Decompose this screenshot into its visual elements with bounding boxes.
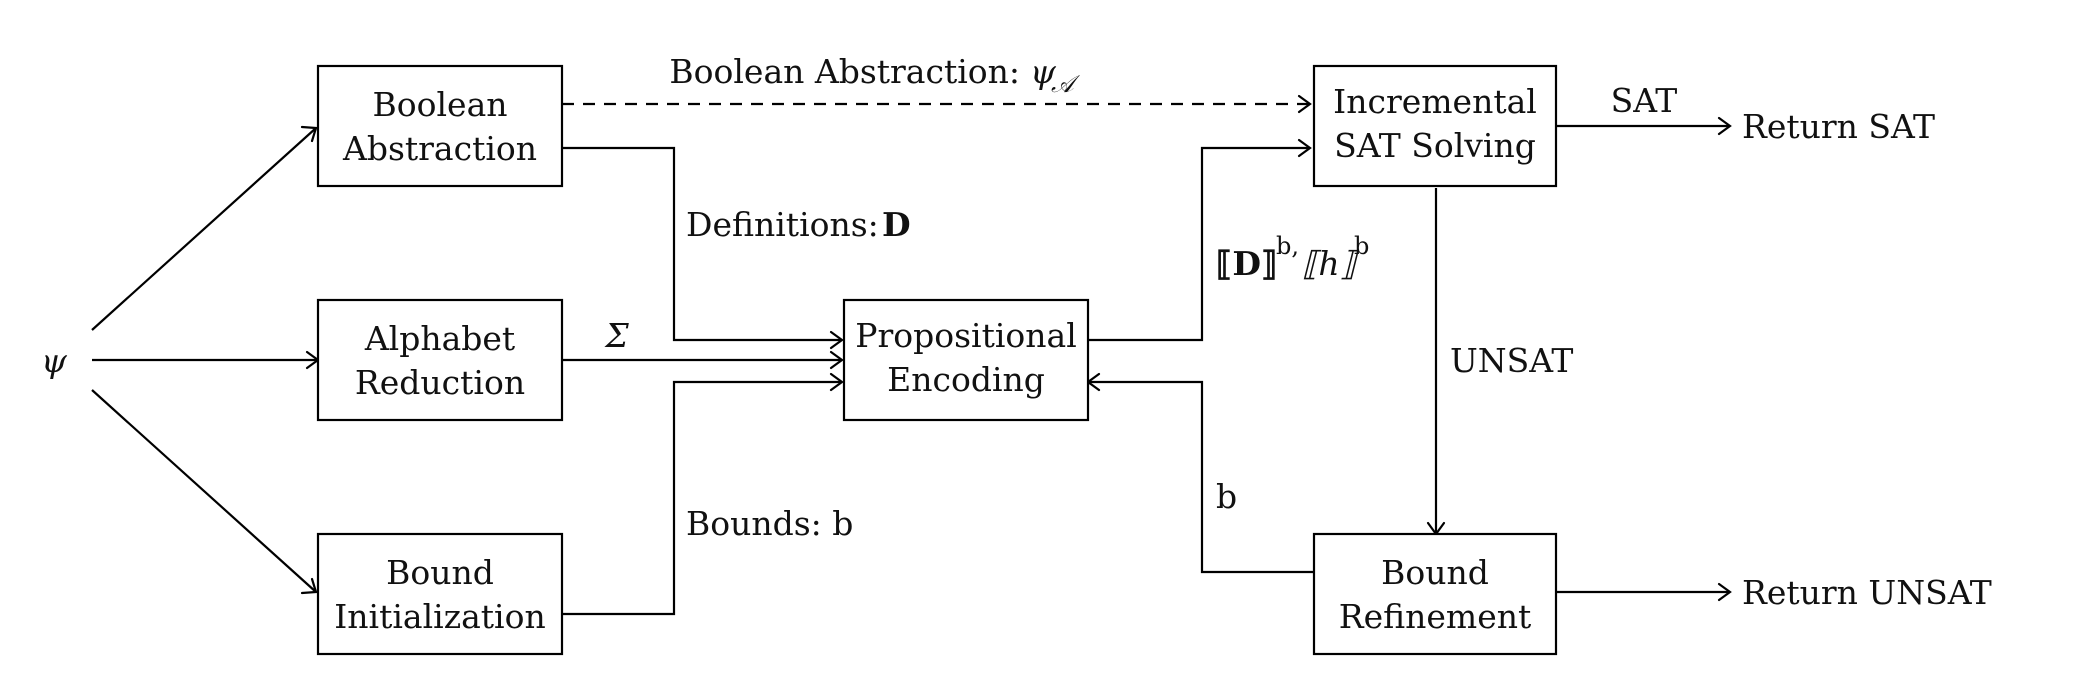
label-encoding-out-sup-2: b bbox=[1354, 232, 1369, 260]
edge-encoding-to-sat bbox=[1088, 146, 1310, 342]
label-psi-a-subscript: 𝒜 bbox=[1051, 70, 1081, 98]
label-bounds: Bounds: b bbox=[686, 504, 853, 543]
label-sigma: Σ bbox=[604, 316, 629, 355]
edge-feedback-b bbox=[1088, 380, 1316, 574]
node-bound-initialization: Bound Initialization bbox=[316, 532, 564, 656]
node-propositional-encoding-line1: Propositional bbox=[855, 316, 1077, 355]
node-bound-refinement: Bound Refinement bbox=[1312, 532, 1558, 656]
input-psi: ψ bbox=[41, 341, 68, 380]
return-sat: Return SAT bbox=[1742, 107, 1935, 146]
label-encoding-out-sup-1: b, bbox=[1276, 232, 1299, 260]
edge-psi-to-boolean-abstraction bbox=[91, 127, 317, 331]
label-psi-a-symbol: ψ bbox=[1030, 52, 1057, 91]
arrowhead-bounds bbox=[829, 372, 844, 392]
arrowhead-encoding-to-sat bbox=[1297, 138, 1312, 158]
arrowhead-sat-output bbox=[1717, 116, 1732, 136]
node-bound-initialization-line2: Initialization bbox=[334, 597, 545, 636]
arrowhead-unsat-output bbox=[1717, 582, 1732, 602]
label-boolean-abstraction-prefix: Boolean Abstraction: bbox=[669, 52, 1020, 91]
node-bound-refinement-line2: Refinement bbox=[1339, 597, 1532, 636]
node-alphabet-reduction-line1: Alphabet bbox=[364, 319, 515, 358]
label-sat: SAT bbox=[1611, 81, 1678, 120]
label-feedback-b: b bbox=[1216, 477, 1237, 516]
node-boolean-abstraction-line1: Boolean bbox=[373, 85, 508, 124]
node-bound-initialization-line1: Bound bbox=[386, 553, 494, 592]
node-boolean-abstraction: Boolean Abstraction bbox=[316, 64, 564, 188]
edge-bounds bbox=[562, 380, 842, 616]
node-alphabet-reduction-line2: Reduction bbox=[355, 363, 525, 402]
node-incremental-sat-solving: Incremental SAT Solving bbox=[1312, 64, 1558, 188]
label-encoding-out-d: ⟦D⟧ bbox=[1216, 244, 1277, 283]
node-incremental-sat-line1: Incremental bbox=[1333, 82, 1537, 121]
node-bound-refinement-line1: Bound bbox=[1381, 553, 1489, 592]
node-incremental-sat-line2: SAT Solving bbox=[1334, 126, 1536, 165]
label-unsat: UNSAT bbox=[1450, 341, 1573, 380]
edge-psi-to-bound-initialization bbox=[91, 389, 317, 593]
node-boolean-abstraction-line2: Abstraction bbox=[342, 129, 537, 168]
node-propositional-encoding: Propositional Encoding bbox=[842, 298, 1090, 422]
label-encoding-out-h: ⟦h⟧ bbox=[1302, 244, 1360, 283]
node-alphabet-reduction: Alphabet Reduction bbox=[316, 298, 564, 422]
arrowhead-bound-initialization bbox=[300, 577, 318, 595]
arrowhead-definitions bbox=[829, 330, 844, 350]
node-propositional-encoding-line2: Encoding bbox=[887, 360, 1045, 399]
label-definitions-symbol: D bbox=[882, 205, 911, 244]
return-unsat: Return UNSAT bbox=[1742, 573, 1992, 612]
edge-definitions bbox=[562, 146, 842, 342]
arrowhead-boolean-abstraction bbox=[300, 125, 318, 143]
arrowhead-sigma bbox=[829, 350, 844, 370]
label-definitions-prefix: Definitions: bbox=[686, 205, 879, 244]
arrowhead-incremental-sat-dashed bbox=[1297, 94, 1312, 114]
